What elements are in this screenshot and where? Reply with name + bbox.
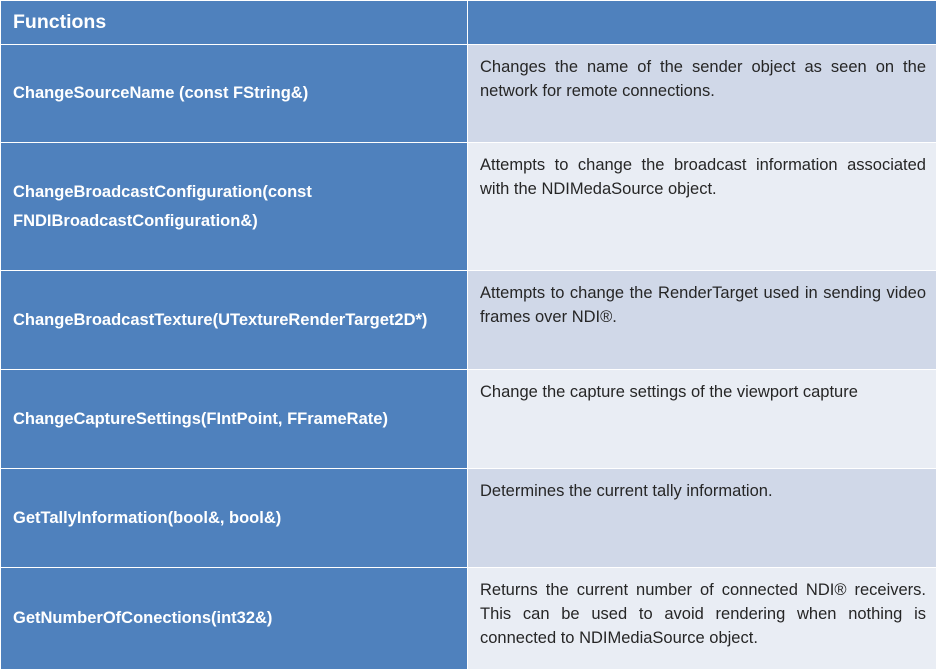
function-description: Change the capture settings of the viewp… [468,370,936,469]
function-name: ChangeBroadcastTexture(UTextureRenderTar… [1,271,468,370]
function-description: Attempts to change the broadcast informa… [468,143,936,271]
table-row: ChangeCaptureSettings(FIntPoint, FFrameR… [1,370,936,469]
function-name: ChangeBroadcastConfiguration(const FNDIB… [1,143,468,271]
table-row: ChangeBroadcastConfiguration(const FNDIB… [1,143,936,271]
table-row: ChangeBroadcastTexture(UTextureRenderTar… [1,271,936,370]
function-name: GetNumberOfConections(int32&) [1,568,468,670]
function-name-line2: FNDIBroadcastConfiguration&) [13,212,258,230]
table-header-row: Functions [1,1,936,45]
header-functions: Functions [1,1,468,45]
table-row: GetTallyInformation(bool&, bool&) Determ… [1,469,936,568]
table-row: ChangeSourceName (const FString&) Change… [1,45,936,143]
table-row: GetNumberOfConections(int32&) Returns th… [1,568,936,670]
function-description: Determines the current tally information… [468,469,936,568]
header-description [468,1,936,45]
function-description: Changes the name of the sender object as… [468,45,936,143]
function-name: ChangeSourceName (const FString&) [1,45,468,143]
function-description: Attempts to change the RenderTarget used… [468,271,936,370]
function-name-line1: ChangeBroadcastConfiguration(const [13,183,312,201]
function-name: ChangeCaptureSettings(FIntPoint, FFrameR… [1,370,468,469]
function-description: Returns the current number of connected … [468,568,936,670]
function-name: GetTallyInformation(bool&, bool&) [1,469,468,568]
